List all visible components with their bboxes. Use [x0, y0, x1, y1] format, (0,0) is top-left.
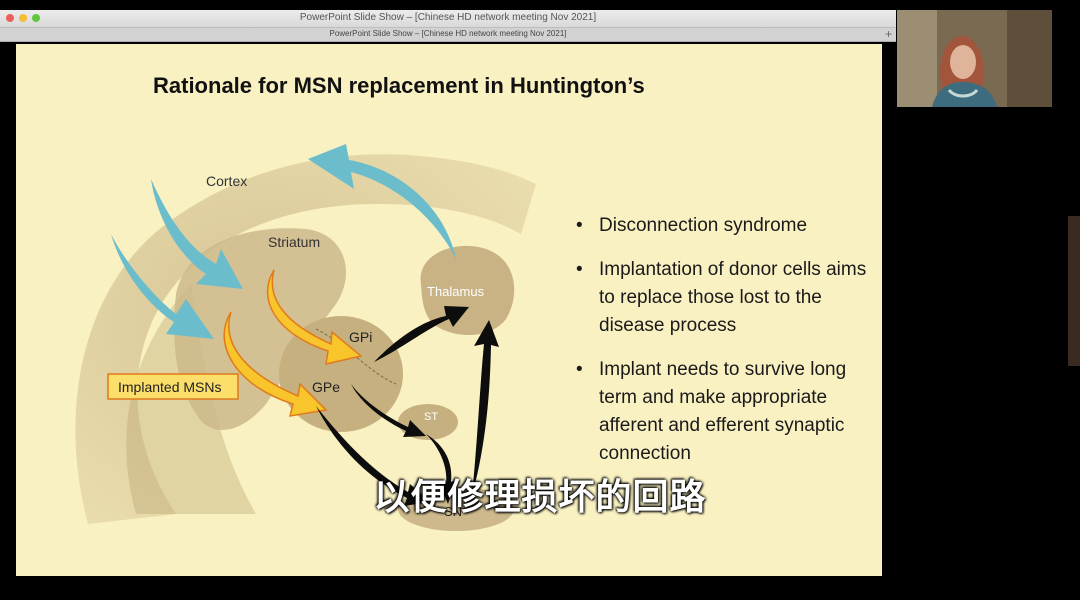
- bullet-text: Implantation of donor cells aims to repl…: [599, 259, 867, 336]
- slide-title: Rationale for MSN replacement in Hunting…: [153, 73, 645, 98]
- window-titlebar: PowerPoint Slide Show – [Chinese HD netw…: [0, 10, 896, 28]
- adjacent-window-edge: [1068, 216, 1080, 366]
- tab-bar: PowerPoint Slide Show – [Chinese HD netw…: [0, 27, 896, 42]
- sn-label: SN: [444, 504, 462, 519]
- slide[interactable]: Cortex Striatum Thalamus GPi GPe ST SN I…: [16, 44, 882, 576]
- basal-ganglia-diagram: Cortex Striatum Thalamus GPi GPe ST SN I…: [75, 144, 536, 531]
- tab-title[interactable]: PowerPoint Slide Show – [Chinese HD netw…: [329, 29, 567, 38]
- bullet-dot: •: [576, 215, 583, 236]
- gpe-st-arrow: [351, 384, 426, 437]
- implanted-msns-label: Implanted MSNs: [118, 379, 221, 395]
- bullet-text: Disconnection syndrome: [599, 215, 808, 236]
- bullet-text: Implant needs to survive long term and m…: [599, 359, 847, 464]
- cortex-striatum-arrow-1: [111, 234, 214, 339]
- thalamus-cortex-arrow: [308, 144, 456, 259]
- webcam-thumbnail[interactable]: [897, 10, 1052, 107]
- gpi-label: GPi: [349, 329, 372, 345]
- thalamus-region: [420, 245, 515, 336]
- bullet-item: • Implant needs to survive long term and …: [576, 356, 876, 468]
- close-window-button[interactable]: [6, 14, 14, 22]
- bullet-dot: •: [576, 259, 583, 280]
- minimize-window-button[interactable]: [19, 14, 27, 22]
- striatum-label: Striatum: [268, 234, 320, 250]
- bullet-list: • Disconnection syndrome • Implantation of…: [576, 212, 876, 484]
- substantia-nigra-region: [398, 487, 514, 531]
- video-subtitle: 以便修理损坏的回路: [373, 476, 707, 517]
- window-title: PowerPoint Slide Show – [Chinese HD netw…: [299, 12, 597, 23]
- bullet-item: • Disconnection syndrome: [576, 212, 876, 240]
- presenter-video: [897, 10, 1052, 107]
- thalamus-label: Thalamus: [427, 284, 485, 299]
- gpi-thalamus-arrow: [374, 306, 469, 362]
- implant-gpi-arrow: [266, 269, 363, 365]
- gpe-sn-arrow: [316, 406, 430, 506]
- implant-gpe-arrow: [223, 311, 328, 417]
- cortex-striatum-arrow-2: [151, 179, 243, 289]
- zoom-window-button[interactable]: [32, 14, 40, 22]
- bullet-item: • Implantation of donor cells aims to rep…: [576, 256, 876, 340]
- gpe-label: GPe: [312, 379, 340, 395]
- sn-thalamus-arrow: [472, 320, 499, 496]
- cortex-label: Cortex: [206, 173, 247, 189]
- new-tab-button[interactable]: +: [884, 27, 892, 41]
- implanted-msns-box: [107, 373, 239, 400]
- bullet-dot: •: [576, 359, 583, 380]
- st-sn-arrow: [426, 434, 456, 504]
- st-label: ST: [424, 411, 438, 423]
